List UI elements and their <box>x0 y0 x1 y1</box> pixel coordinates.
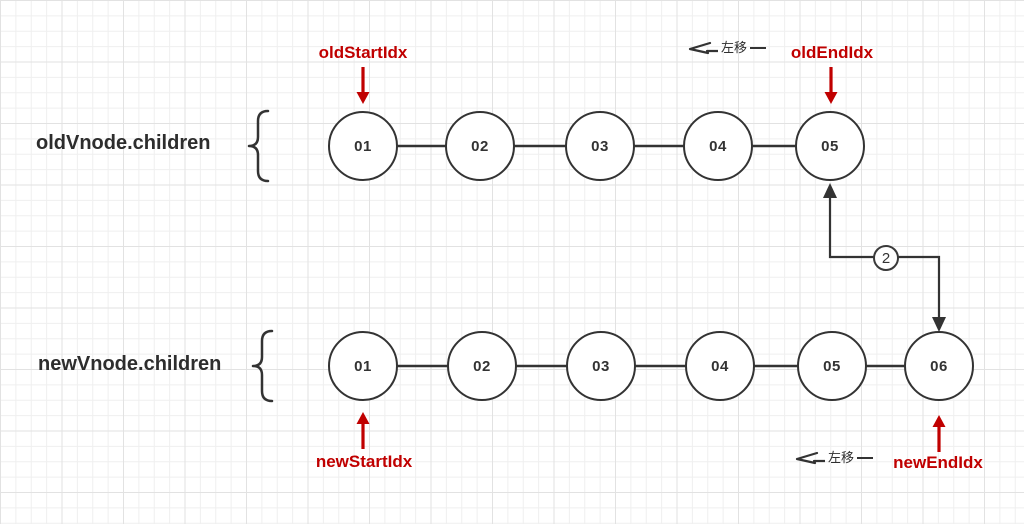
shift-left-dash <box>857 457 874 459</box>
new-node-02: 02 <box>447 331 517 401</box>
new-start-arrowhead-icon <box>356 412 370 424</box>
new-node-06: 06 <box>904 331 974 401</box>
old-row-brace <box>247 109 270 183</box>
shift-left-arrow-icon <box>795 451 825 465</box>
new-start-pointer-label: newStartIdx <box>315 452 413 471</box>
new-end-pointer-label: newEndIdx <box>893 453 983 472</box>
shift-left-label: 左移 <box>721 40 748 55</box>
old-node-03: 03 <box>565 111 635 181</box>
shift-left-label: 左移 <box>828 450 855 465</box>
pointer-arrows <box>356 67 946 452</box>
new-node-04: 04 <box>685 331 755 401</box>
step2-arrowhead-up-icon <box>823 183 837 198</box>
step-number-badge: 2 <box>873 245 899 271</box>
new-end-arrowhead-icon <box>932 415 946 427</box>
old-node-01: 01 <box>328 111 398 181</box>
new-node-05: 05 <box>797 331 867 401</box>
old-node-05: 05 <box>795 111 865 181</box>
shift-left-dash <box>750 47 767 49</box>
new-node-03: 03 <box>566 331 636 401</box>
old-end-arrowhead-icon <box>824 92 838 104</box>
old-start-arrowhead-icon <box>356 92 370 104</box>
old-shift-left-annotation: 左移 <box>688 40 767 56</box>
new-row-brace <box>251 329 274 403</box>
old-start-pointer-label: oldStartIdx <box>318 43 408 62</box>
new-shift-left-annotation: 左移 <box>795 450 874 466</box>
new-row-label: newVnode.children <box>38 353 222 375</box>
step2-arrowhead-down-icon <box>932 317 946 332</box>
old-node-04: 04 <box>683 111 753 181</box>
new-node-01: 01 <box>328 331 398 401</box>
old-end-pointer-label: oldEndIdx <box>790 43 874 62</box>
old-node-02: 02 <box>445 111 515 181</box>
old-row-label: oldVnode.children <box>36 132 211 154</box>
shift-left-arrow-icon <box>688 41 718 55</box>
